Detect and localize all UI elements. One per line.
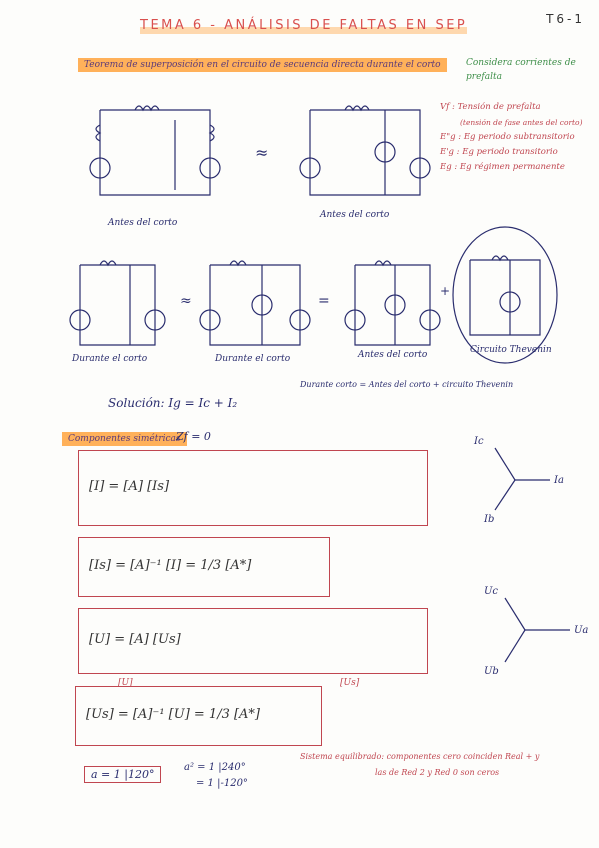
circuit-during-2 <box>199 260 311 346</box>
eq-box-currents: [I] = [A] [Is] <box>78 450 428 526</box>
svg-text:≈: ≈ <box>180 293 192 309</box>
phasor-ub <box>504 629 526 663</box>
phasor-ib-label: Ib <box>483 514 494 525</box>
legend-vf-desc: (tensión de fase antes del corto) <box>460 118 583 127</box>
circuit-diagrams: ≈ ≈ = + <box>69 105 558 364</box>
label-us: [Us] <box>340 678 360 688</box>
circuit-before <box>89 105 221 196</box>
phasor-uc <box>504 597 526 631</box>
phasor-ic-label: Ic <box>473 436 484 447</box>
a2-def-2: = 1 |-120° <box>196 778 248 789</box>
section-heading-symmetric: Componentes simétricas <box>62 432 187 446</box>
legend-vf: Vf : Tensión de prefalta <box>440 102 541 112</box>
label-u: [U] <box>118 678 133 688</box>
a2-def-1: a² = 1 |240° <box>184 762 246 773</box>
footnote-2: las de Red 2 y Red 0 son ceros <box>375 768 500 777</box>
page-title: TEMA 6 - ANÁLISIS DE FALTAS EN SEP <box>140 18 468 34</box>
phasor-ub-label: Ub <box>484 666 499 677</box>
caption-before-2: Antes del corto <box>320 210 390 220</box>
phasor-ia-label: Ia <box>553 475 564 486</box>
legend: Vf : Tensión de prefalta (tensión de fas… <box>440 100 596 175</box>
svg-text:+: + <box>440 284 450 298</box>
phasor-ic <box>494 447 516 481</box>
footnote-1: Sistema equilibrado: componentes cero co… <box>300 752 540 761</box>
eq-box-voltages: [U] = [A] [Us] <box>78 608 428 674</box>
phasor-ib <box>494 479 516 511</box>
a-operator-def: a = 1 |120° <box>84 766 162 783</box>
legend-subtransient: E"g : Eg periodo subtransitorio <box>440 132 575 142</box>
circuit-before-2 <box>299 105 431 196</box>
circuit-thevenin <box>452 226 558 364</box>
phasor-diagrams: Ia Ic Ib Ua Uc Ub <box>473 436 588 677</box>
page-number: T6-1 <box>546 12 585 26</box>
legend-transient: E'g : Eg periodo transitorio <box>440 147 558 157</box>
eq-seq-voltages: [Us] = [A]⁻¹ [U] = 1/3 [A*] <box>86 707 261 722</box>
eq-box-seq-voltages: [Us] = [A]⁻¹ [U] = 1/3 [A*] <box>75 686 322 746</box>
svg-text:=: = <box>318 293 330 309</box>
caption-before: Antes del corto <box>108 218 178 228</box>
eq-currents: [I] = [A] [Is] <box>89 479 170 494</box>
caption-during: Durante el corto <box>72 354 148 364</box>
caption-thevenin: Circuito Thevenin <box>470 345 552 355</box>
phasor-uc-label: Uc <box>484 586 498 597</box>
prefault-side-note: Considera corrientes de prefalta <box>466 58 576 82</box>
caption-before-3: Antes del corto <box>358 350 428 360</box>
circuit-during <box>69 260 166 346</box>
svg-text:≈: ≈ <box>255 143 268 162</box>
section-heading-superposition: Teorema de superposición en el circuito … <box>78 58 447 72</box>
legend-steady: Eg : Eg régimen permanente <box>440 162 565 172</box>
eq-voltages: [U] = [A] [Us] <box>89 632 181 647</box>
circuit-before-3 <box>344 260 441 346</box>
phasor-ua-label: Ua <box>574 625 588 636</box>
eq-box-seq-currents: [Is] = [A]⁻¹ [I] = 1/3 [A*] <box>78 537 330 597</box>
superposition-summary: Durante corto = Antes del corto + circui… <box>300 380 514 389</box>
caption-during-2: Durante el corto <box>215 354 291 364</box>
fault-impedance: Zf = 0 <box>176 430 211 443</box>
solution-equation: Solución: Ig = Ic + I₂ <box>108 396 238 410</box>
eq-seq-currents: [Is] = [A]⁻¹ [I] = 1/3 [A*] <box>89 558 252 573</box>
